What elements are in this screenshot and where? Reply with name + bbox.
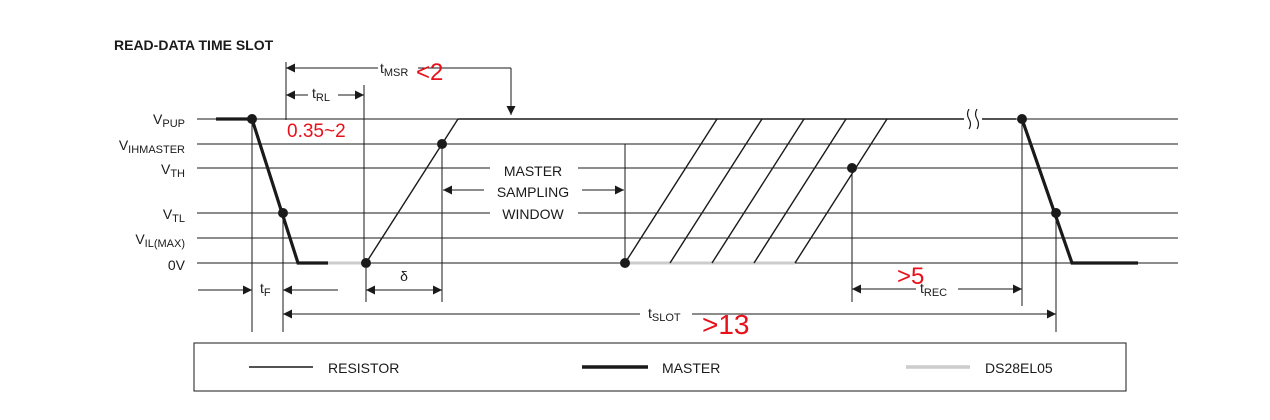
transition-points <box>247 114 1061 268</box>
delta-label: δ <box>400 268 408 284</box>
tslot-label: tSLOT <box>648 305 681 324</box>
trec-label: tREC <box>920 280 947 299</box>
level-label-vilmax: VIL(MAX) <box>135 231 185 250</box>
window-label-line2: SAMPLING <box>497 184 569 200</box>
diagram-title: READ-DATA TIME SLOT <box>114 37 274 53</box>
hatch-3 <box>711 118 805 264</box>
legend-label-master: MASTER <box>662 360 720 376</box>
hatch-4 <box>753 118 847 264</box>
annotation-tslot: >13 <box>702 309 750 340</box>
trl-label: tRL <box>312 85 330 104</box>
tmsr-label: tMSR <box>380 60 408 79</box>
legend: RESISTOR MASTER DS28EL05 <box>193 342 1127 392</box>
legend-box <box>193 342 1127 392</box>
legend-label-resistor: RESISTOR <box>328 360 399 376</box>
point-release <box>361 258 371 268</box>
level-label-vpup: VPUP <box>153 111 185 130</box>
time-break-icon <box>964 108 982 130</box>
level-label-vth: VTH <box>161 161 185 180</box>
hatch-2 <box>669 118 763 264</box>
handwritten-annotations: <2 0.35~2 >5 >13 <box>287 59 924 340</box>
annotation-tmsr: <2 <box>416 59 443 86</box>
level-label-vtl: VTL <box>163 206 185 225</box>
level-label-vihmaster: VIHMASTER <box>119 137 185 156</box>
window-label-line1: MASTER <box>504 163 562 179</box>
tf-label: tF <box>260 280 271 299</box>
legend-label-ds28el05: DS28EL05 <box>985 360 1053 376</box>
timing-markers <box>251 62 1057 332</box>
master-trace <box>216 117 1138 265</box>
hatch-1 <box>624 118 718 264</box>
window-label-line3: WINDOW <box>502 206 564 222</box>
annotation-trec: >5 <box>897 263 924 290</box>
hatch-5 <box>794 118 888 264</box>
annotation-trl: 0.35~2 <box>287 121 346 142</box>
level-label-zero: 0V <box>168 257 186 273</box>
tmsr-marker <box>286 63 516 115</box>
resistor-trace <box>365 118 1016 264</box>
